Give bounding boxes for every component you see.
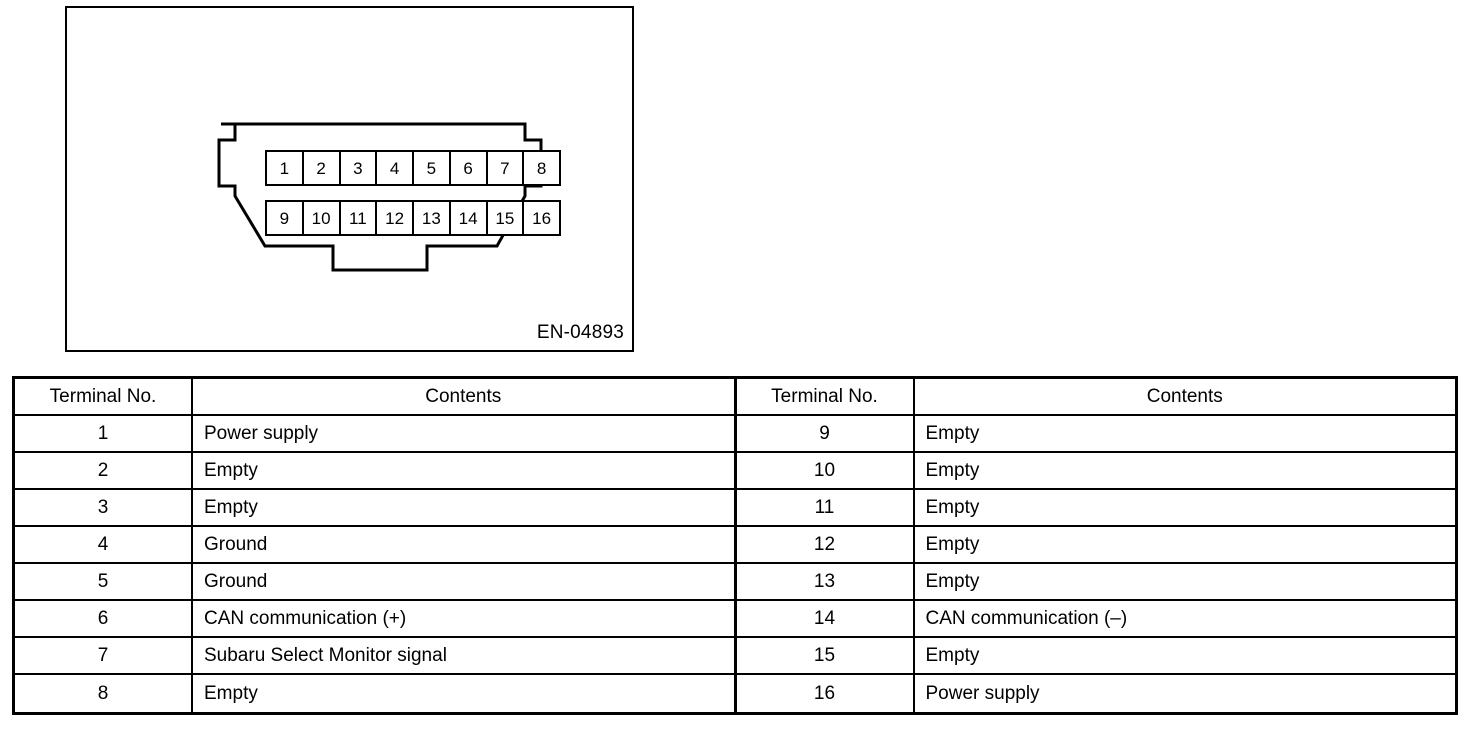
table-row: 3 Empty [15, 490, 734, 528]
pin-cell-6: 6 [451, 152, 488, 184]
pin-cell-10: 10 [304, 202, 341, 234]
header-terminal-no-left: Terminal No. [15, 379, 193, 415]
cell-terminal-no: 13 [737, 564, 915, 600]
cell-contents: Empty [204, 496, 258, 518]
table-row: 2 Empty [15, 453, 734, 491]
pin-cell-9: 9 [267, 202, 304, 234]
cell-contents: Empty [204, 459, 258, 481]
cell-terminal-no: 5 [15, 564, 193, 600]
table-row: 4 Ground [15, 527, 734, 565]
cell-contents: Power supply [204, 422, 319, 444]
table-row: 14 CAN communication (–) [736, 601, 1455, 639]
cell-contents: Empty [925, 422, 980, 444]
pin-cell-1: 1 [267, 152, 304, 184]
cell-contents: Ground [204, 570, 268, 592]
cell-terminal-no: 10 [737, 453, 915, 489]
cell-terminal-no: 9 [737, 416, 915, 452]
pin-cell-14: 14 [451, 202, 488, 234]
terminal-assignment-table: Terminal No. Contents 1 Power supply 2 E… [12, 376, 1458, 715]
cell-terminal-no: 11 [737, 490, 915, 526]
pin-cell-16: 16 [532, 208, 552, 228]
table-row: 7 Subaru Select Monitor signal [15, 638, 734, 676]
table-row: 15 Empty [736, 638, 1455, 676]
cell-terminal-no: 6 [15, 601, 193, 637]
cell-terminal-no: 16 [737, 675, 915, 713]
cell-contents: Empty [925, 533, 980, 555]
pin-cell-2: 2 [304, 152, 341, 184]
cell-terminal-no: 7 [15, 638, 193, 674]
figure-frame: 1 2 3 4 5 6 7 8 9 10 11 12 13 14 15 16 E… [65, 6, 634, 352]
table-row: 9 Empty [736, 416, 1455, 454]
table-row: 13 Empty [736, 564, 1455, 602]
cell-contents: CAN communication (–) [925, 607, 1128, 629]
pin-cell-4: 4 [377, 152, 414, 184]
pin-cell-8: 8 [536, 158, 547, 178]
table-half-right: Terminal No. Contents 9 Empty 10 Empty 1… [736, 379, 1456, 713]
cell-terminal-no: 8 [15, 675, 193, 713]
pin-cell-15: 15 [488, 202, 525, 234]
header-contents-right: Contents [1146, 385, 1223, 407]
table-row: 12 Empty [736, 527, 1455, 565]
cell-terminal-no: 12 [737, 527, 915, 563]
table-header-row-left: Terminal No. Contents [15, 379, 734, 417]
cell-terminal-no: 2 [15, 453, 193, 489]
table-header-row-right: Terminal No. Contents [736, 379, 1455, 417]
cell-contents: Subaru Select Monitor signal [204, 644, 447, 666]
pin-number-grid: 1 2 3 4 5 6 7 8 9 10 11 12 13 14 15 16 [265, 150, 561, 236]
cell-terminal-no: 4 [15, 527, 193, 563]
pin-cell-13: 13 [414, 202, 451, 234]
cell-terminal-no: 3 [15, 490, 193, 526]
table-row: 6 CAN communication (+) [15, 601, 734, 639]
table-half-left: Terminal No. Contents 1 Power supply 2 E… [15, 379, 737, 713]
table-row: 16 Power supply [737, 675, 1456, 713]
cell-contents: Empty [204, 682, 258, 704]
cell-contents: Power supply [925, 682, 1040, 704]
table-row: 5 Ground [15, 564, 734, 602]
cell-contents: Ground [204, 533, 268, 555]
pin-row-top: 1 2 3 4 5 6 7 8 [265, 150, 561, 186]
cell-contents: CAN communication (+) [204, 607, 407, 629]
pin-cell-7: 7 [488, 152, 525, 184]
table-row: 8 Empty [15, 675, 734, 713]
table-row: 1 Power supply [15, 416, 734, 454]
cell-terminal-no: 14 [737, 601, 915, 637]
cell-terminal-no: 15 [737, 638, 915, 674]
table-row: 11 Empty [736, 490, 1455, 528]
cell-contents: Empty [925, 459, 980, 481]
cell-contents: Empty [925, 570, 980, 592]
pin-cell-11: 11 [341, 202, 378, 234]
header-contents-left: Contents [425, 385, 502, 407]
table-row: 10 Empty [736, 453, 1455, 491]
cell-terminal-no: 1 [15, 416, 193, 452]
cell-contents: Empty [925, 496, 980, 518]
pin-cell-12: 12 [377, 202, 414, 234]
cell-contents: Empty [925, 644, 980, 666]
header-terminal-no-right: Terminal No. [737, 379, 915, 415]
figure-caption: EN-04893 [536, 322, 624, 343]
pin-cell-5: 5 [414, 152, 451, 184]
pin-row-bottom: 9 10 11 12 13 14 15 16 [265, 200, 561, 236]
pin-cell-3: 3 [341, 152, 378, 184]
